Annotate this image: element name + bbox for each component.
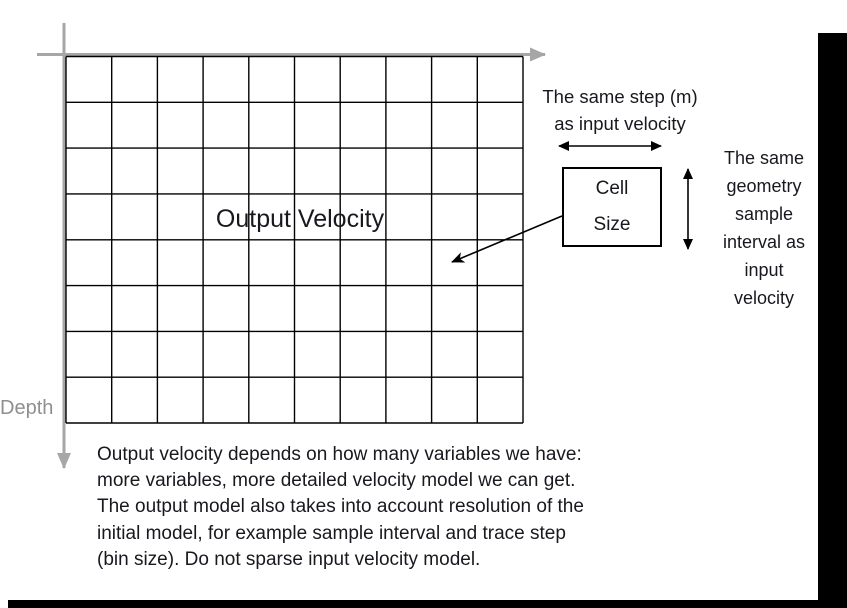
footer-line: The output model also takes into account…	[97, 496, 584, 518]
cell-pointer-arrow	[451, 215, 563, 263]
depth-axis-label: Depth	[0, 397, 54, 419]
step-note-line: as input velocity	[554, 113, 686, 134]
geometry-note-line: interval as	[722, 232, 806, 252]
footer-paragraph: Output velocity depends on how many vari…	[97, 442, 617, 573]
footer-line: (bin size). Do not sparse input velocity…	[97, 548, 481, 570]
step-note-line: The same step (m)	[542, 86, 698, 107]
geometry-note-line: The same	[723, 148, 805, 168]
cell-size-box: Cell Size	[562, 167, 662, 247]
geometry-note-line: sample	[734, 204, 794, 224]
footer-line: more variables, more detailed velocity m…	[97, 470, 576, 492]
slide-shadow-right	[818, 33, 847, 608]
geometry-note-line: geometry	[726, 176, 802, 196]
cell-size-line: Cell	[595, 178, 629, 199]
geometry-note: The same geometry sample interval as inp…	[705, 144, 823, 312]
cell-size-line: Size	[593, 214, 631, 235]
geometry-note-line: input	[744, 260, 784, 280]
geometry-note-line: velocity	[733, 288, 795, 308]
footer-line: initial model, for example sample interv…	[97, 522, 566, 544]
grid-title: Output Velocity	[215, 205, 385, 233]
footer-line: Output velocity depends on how many vari…	[97, 444, 582, 465]
grid-lines	[65, 55, 524, 424]
slide-shadow-bottom	[8, 600, 847, 608]
step-note: The same step (m) as input velocity	[530, 83, 710, 137]
